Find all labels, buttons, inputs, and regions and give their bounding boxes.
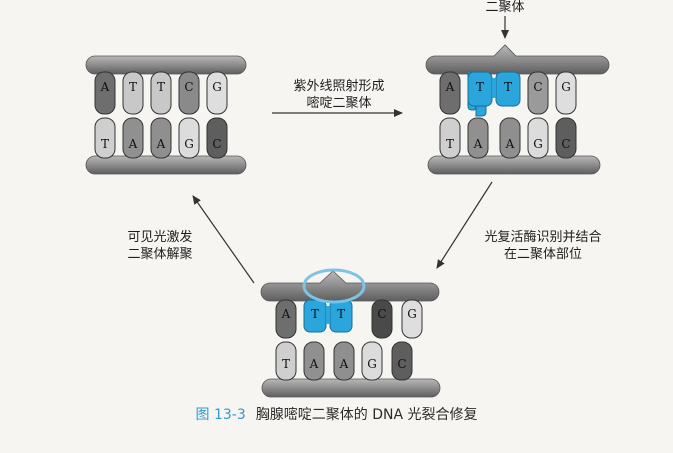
base-top-5: G <box>407 307 417 321</box>
enzyme-arrow-label: 光复活酶识别并结合 在二聚体部位 <box>484 230 602 262</box>
photolyase-ring <box>302 268 366 304</box>
base-top-1: A <box>100 80 110 94</box>
base-bottom-2: A <box>128 137 138 151</box>
light-arrow-label: 可见光激发 二聚体解聚 <box>127 230 193 262</box>
base-top-4: C <box>184 80 193 94</box>
base-bottom-2: A <box>473 137 483 151</box>
base-bottom-4: G <box>367 357 377 371</box>
base-top-2: T <box>476 80 484 94</box>
figure-caption: 图 13-3 胸腺嘧啶二聚体的 DNA 光裂合修复 <box>0 404 673 424</box>
base-top-5: G <box>561 80 571 94</box>
base-bottom-3: A <box>156 137 166 151</box>
base-top-1: A <box>445 80 455 94</box>
base-top-4: C <box>377 307 386 321</box>
uv-arrow-label: 紫外线照射形成 嘧啶二聚体 <box>293 79 385 111</box>
base-top-2: T <box>129 80 137 94</box>
base-bottom-4: G <box>533 137 543 151</box>
arrow-enzyme-binding <box>436 181 493 269</box>
figure-number: 图 13-3 <box>195 407 246 423</box>
base-bottom-1: T <box>101 137 109 151</box>
arrow-visible-light <box>192 195 255 284</box>
base-bottom-1: T <box>446 137 454 151</box>
panel-thymine-dimer: A T T C G T A A G C <box>425 16 610 175</box>
panel-normal-dna: A T T C G T A A G C <box>85 55 247 175</box>
base-top-1: A <box>281 307 291 321</box>
base-bottom-1: T <box>282 357 290 371</box>
base-bottom-5: C <box>561 137 570 151</box>
base-top-3: T <box>337 307 345 321</box>
base-top-5: G <box>212 80 222 94</box>
base-top-2: T <box>311 307 319 321</box>
base-top-3: T <box>157 80 165 94</box>
caption-text: 胸腺嘧啶二聚体的 DNA 光裂合修复 <box>255 407 478 423</box>
panel-enzyme-bound: A T T C G T A A G C <box>260 268 441 398</box>
base-bottom-3: A <box>505 137 515 151</box>
base-bottom-2: A <box>309 357 319 371</box>
base-top-4: C <box>533 80 542 94</box>
base-bottom-3: A <box>339 357 349 371</box>
base-bottom-5: C <box>212 137 221 151</box>
base-top-3: T <box>504 80 512 94</box>
dimer-label: 二聚体 <box>485 0 525 15</box>
base-bottom-4: G <box>184 137 194 151</box>
base-bottom-5: C <box>397 357 406 371</box>
